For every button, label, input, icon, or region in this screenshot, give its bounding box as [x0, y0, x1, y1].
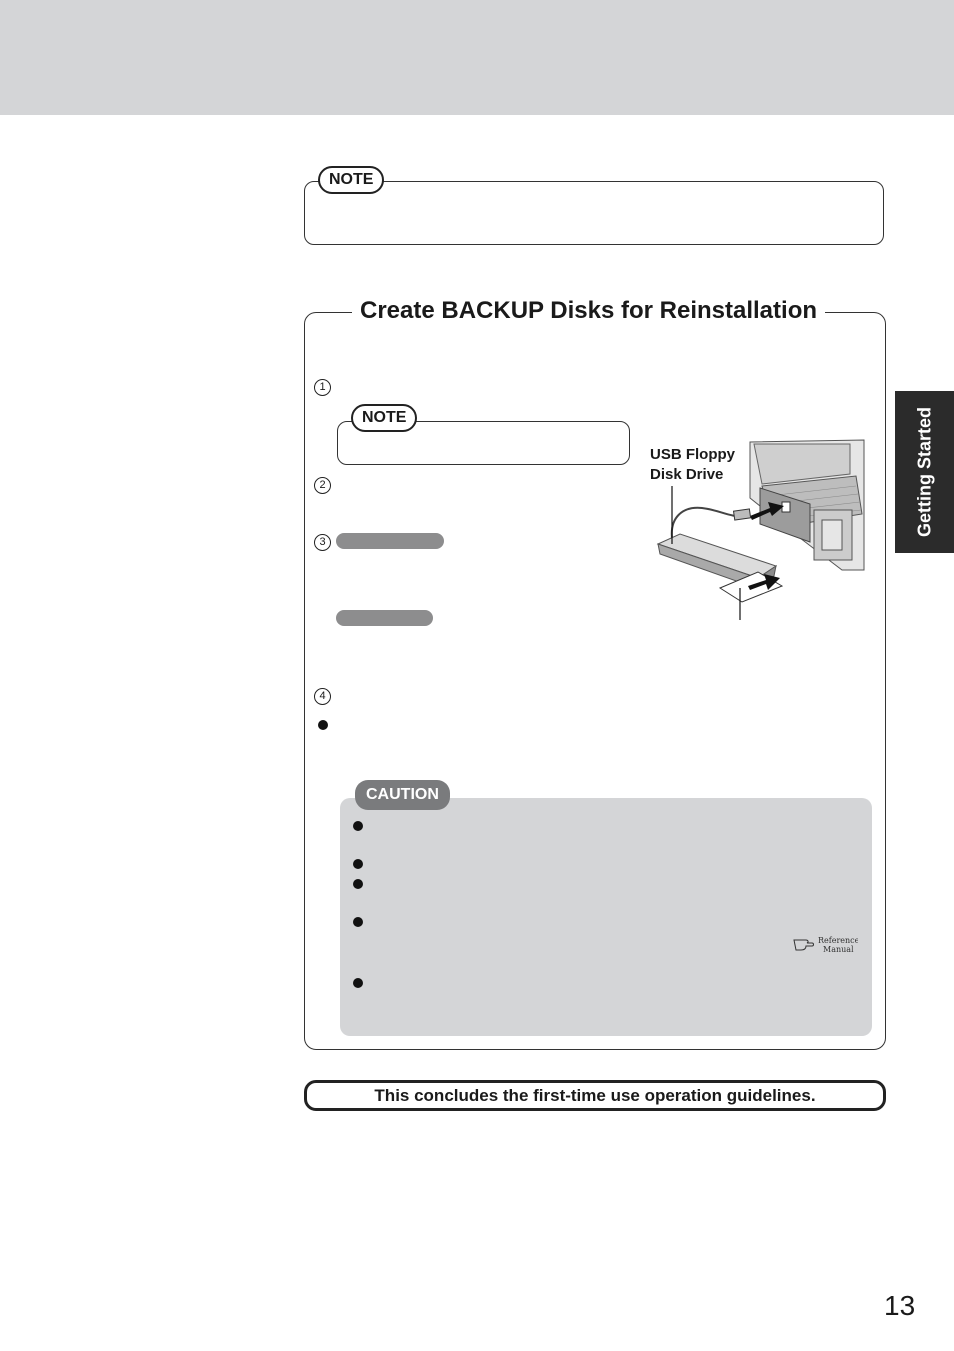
step-number-3: 3	[314, 534, 331, 551]
figure-label: USB Floppy Disk Drive	[650, 445, 735, 485]
caution-box	[340, 798, 872, 1036]
section-title: Create BACKUP Disks for Reinstallation	[352, 296, 826, 326]
bullet-point	[318, 720, 328, 730]
note-label: NOTE	[318, 166, 385, 194]
caution-bullet-5	[353, 978, 363, 988]
step-number-4: 4	[314, 688, 331, 705]
manual-text: Manual	[823, 945, 854, 954]
chapter-tab-label: Getting Started	[914, 406, 934, 538]
key-placeholder-2	[336, 610, 433, 626]
inner-note-label: NOTE	[351, 404, 418, 432]
reference-manual-icon: Reference Manual	[793, 936, 858, 954]
figure-label-line-1: USB Floppy	[650, 446, 735, 463]
conclusion-banner: This concludes the first-time use operat…	[304, 1080, 886, 1111]
floppy-drive-illustration	[656, 439, 865, 620]
step-number-2: 2	[314, 477, 331, 494]
note-box	[304, 181, 884, 245]
key-placeholder-1	[336, 533, 444, 549]
inner-note-box	[337, 421, 630, 465]
caution-bullet-2	[353, 859, 363, 869]
caution-label: CAUTION	[355, 780, 450, 810]
reference-text: Reference	[818, 936, 858, 945]
step-number-1: 1	[314, 379, 331, 396]
figure-label-line-2: Disk Drive	[650, 466, 724, 483]
caution-bullet-3	[353, 879, 363, 889]
header-band	[0, 0, 954, 115]
page-number: 13	[884, 1290, 916, 1321]
chapter-tab: Getting Started	[895, 391, 954, 553]
caution-bullet-4	[353, 917, 363, 927]
caution-bullet-1	[353, 821, 363, 831]
